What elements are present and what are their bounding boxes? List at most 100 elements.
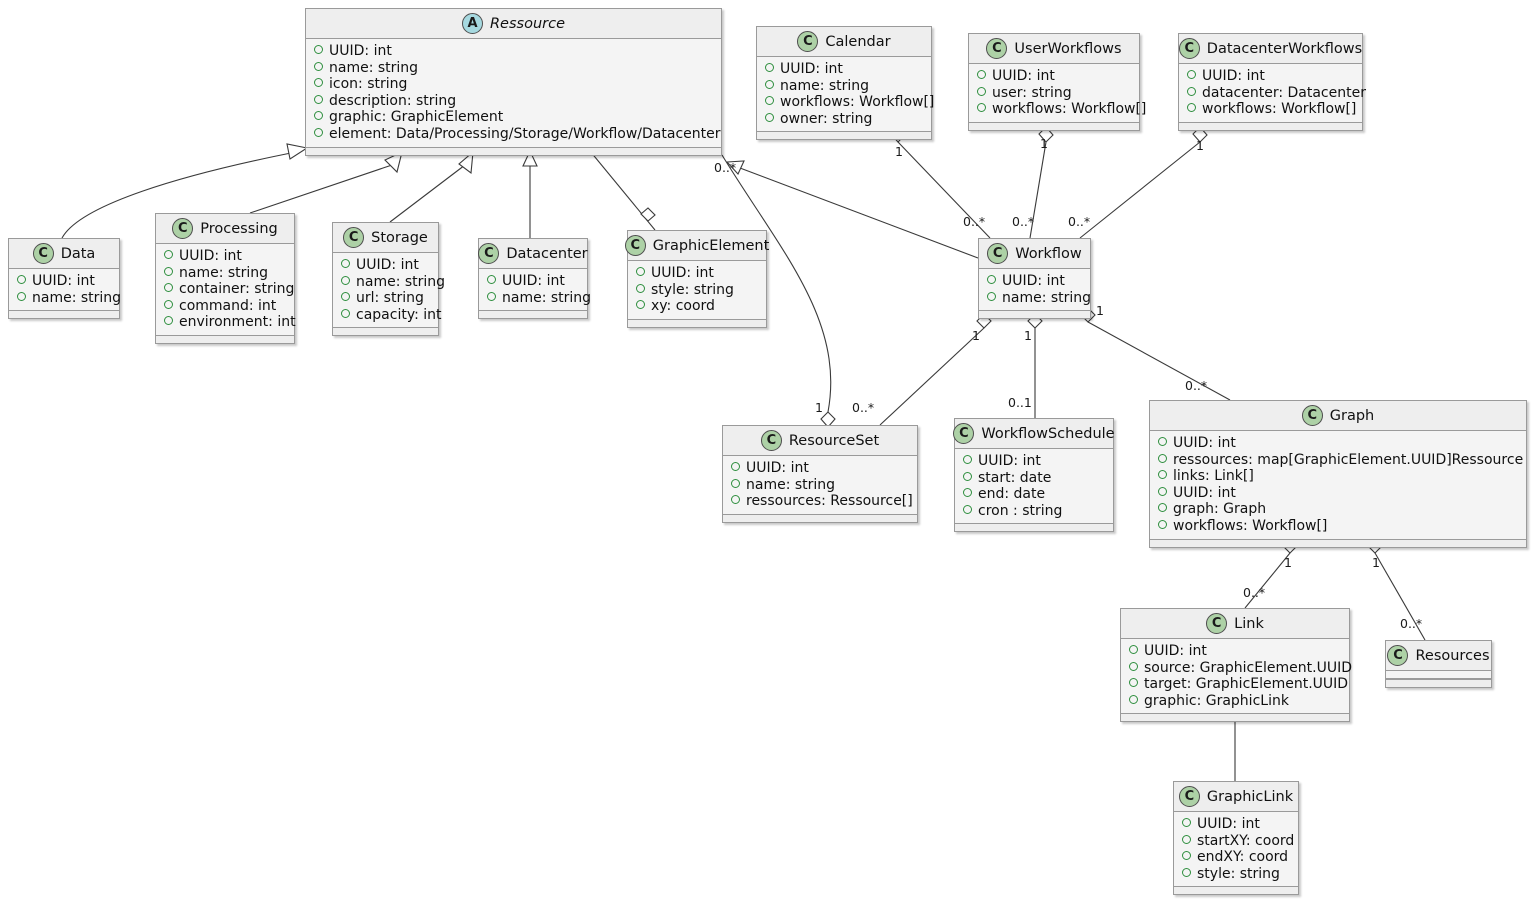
attribute-row: UUID: int: [731, 460, 909, 477]
attribute-label: element: Data/Processing/Storage/Workflo…: [329, 125, 721, 142]
visibility-public-icon: [731, 478, 740, 488]
attribute-row: ressources: map[GraphicElement.UUID]Ress…: [1158, 452, 1523, 469]
attribute-label: UUID: int: [1144, 643, 1207, 659]
visibility-public-icon: [1158, 453, 1167, 463]
attribute-row: source: GraphicElement.UUID: [1129, 660, 1352, 677]
attribute-row: environment: int: [164, 314, 296, 331]
class-name-graphiclink: GraphicLink: [1206, 788, 1294, 805]
attribute-row: style: string: [1182, 866, 1290, 883]
visibility-public-icon: [636, 267, 645, 276]
visibility-public-icon: [636, 300, 645, 310]
aggregation-graph-link: [1244, 538, 1298, 609]
attribute-label: UUID: int: [992, 68, 1055, 84]
attribute-row: style: string: [636, 282, 758, 299]
visibility-public-icon: [636, 283, 645, 293]
class-name-datacenterworkflows: DatacenterWorkflows: [1206, 40, 1363, 57]
attribute-row: name: string: [487, 290, 591, 307]
class-methods-compartment: [1179, 121, 1362, 130]
attribute-row: graphic: GraphicLink: [1129, 693, 1341, 710]
class-name-data: Data: [60, 245, 96, 262]
visibility-public-icon: [987, 275, 996, 284]
multiplicity-label: 0..*: [1400, 616, 1422, 631]
attribute-row: links: Link[]: [1158, 468, 1518, 485]
class-icon: C: [624, 235, 646, 256]
attribute-row: workflows: Workflow[]: [977, 101, 1146, 118]
multiplicity-label: 0..*: [1012, 214, 1034, 229]
attribute-row: UUID: int: [977, 68, 1131, 85]
class-methods-compartment: [9, 310, 119, 319]
class-header-datacenterworkflows: C DatacenterWorkflows: [1178, 34, 1363, 64]
multiplicity-label: 0..*: [1068, 214, 1090, 229]
attribute-label: command: int: [179, 297, 277, 314]
visibility-public-icon: [341, 308, 350, 318]
attribute-label: owner: string: [780, 110, 873, 127]
class-icon: C: [797, 31, 819, 52]
attribute-label: UUID: int: [179, 248, 242, 264]
class-name-graphicelement: GraphicElement: [652, 237, 770, 254]
class-methods-compartment: [757, 131, 931, 140]
aggregation-calendar-workflow: [890, 126, 991, 239]
multiplicity-label: 1: [1040, 136, 1048, 151]
attribute-label: cron : string: [978, 502, 1063, 519]
class-methods-compartment: [969, 121, 1139, 130]
attribute-row: capacity: int: [341, 307, 442, 324]
class-name-resourceset: ResourceSet: [788, 432, 880, 449]
class-icon: C: [1178, 38, 1200, 59]
attribute-row: command: int: [164, 298, 286, 315]
attribute-row: UUID: int: [314, 43, 713, 60]
visibility-public-icon: [164, 250, 173, 259]
visibility-public-icon: [765, 79, 774, 89]
attribute-row: target: GraphicElement.UUID: [1129, 676, 1348, 693]
visibility-public-icon: [765, 96, 774, 106]
attribute-row: workflows: Workflow[]: [765, 94, 934, 111]
attribute-row: UUID: int: [17, 273, 111, 290]
visibility-public-icon: [314, 61, 323, 71]
attribute-row: graphic: GraphicElement: [314, 109, 713, 126]
visibility-public-icon: [963, 471, 972, 481]
class-methods-compartment: [1121, 713, 1349, 722]
attribute-label: UUID: int: [502, 273, 565, 289]
attribute-label: links: Link[]: [1173, 468, 1254, 485]
multiplicity-label: 1: [972, 328, 980, 343]
attribute-label: start: date: [978, 469, 1052, 486]
visibility-public-icon: [977, 103, 986, 113]
visibility-public-icon: [164, 266, 173, 276]
class-name-graph: Graph: [1329, 407, 1375, 424]
attribute-row: owner: string: [765, 111, 923, 128]
attribute-label: end: date: [978, 486, 1046, 503]
attribute-label: datacenter: Datacenter: [1202, 84, 1366, 101]
attribute-row: container: string: [164, 281, 294, 298]
attribute-label: name: string: [329, 59, 419, 76]
attribute-label: workflows: Workflow[]: [1173, 517, 1328, 534]
attribute-row: workflows: Workflow[]: [1158, 518, 1518, 535]
attribute-label: workflows: Workflow[]: [1202, 101, 1357, 118]
multiplicity-label: 0..1: [1008, 395, 1032, 410]
